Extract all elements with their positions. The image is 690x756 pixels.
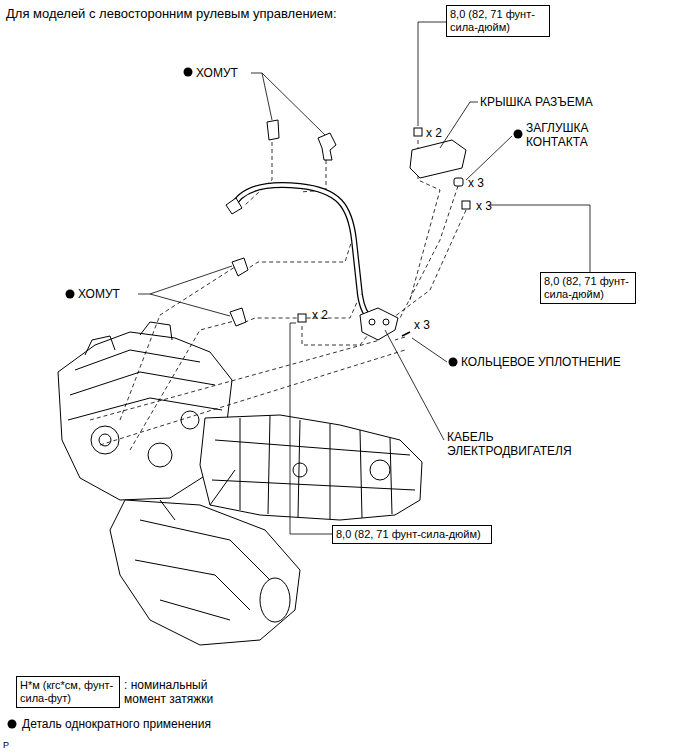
legend-text: : номинальный момент затяжки bbox=[124, 678, 234, 706]
torque-box: 8,0 (82, 71 фунт-сила-дюйм) bbox=[332, 525, 492, 544]
quantity: x 2 bbox=[312, 308, 328, 322]
part-name: ХОМУТ bbox=[78, 287, 120, 301]
quantity: x 2 bbox=[426, 126, 442, 140]
page-mark: P bbox=[3, 740, 9, 751]
part-name: ХОМУТ bbox=[196, 66, 238, 80]
legend-text: Деталь однократного применения bbox=[22, 717, 211, 731]
torque-value: 8,0 (82, 71 фунт-сила-дюйм) bbox=[544, 275, 632, 301]
part-name: КАБЕЛЬ ЭЛЕКТРОДВИГАТЕЛЯ bbox=[447, 430, 607, 458]
torque-value: Н*м (кгс*см, фунт-сила-фут) bbox=[20, 679, 116, 705]
torque-box: 8,0 (82, 71 фунт-сила-дюйм) bbox=[540, 272, 636, 304]
quantity: x 3 bbox=[476, 199, 492, 213]
part-name: КОЛЬЦЕВОЕ УПЛОТНЕНИЕ bbox=[461, 355, 621, 369]
part-name: ЗАГЛУШКА КОНТАКТА bbox=[526, 121, 626, 149]
diagram-title: Для моделей с левосторонним рулевым упра… bbox=[6, 6, 337, 21]
torque-value: 8,0 (82, 71 фунт-сила-дюйм) bbox=[336, 528, 488, 541]
quantity: x 3 bbox=[468, 176, 484, 190]
quantity: x 3 bbox=[414, 318, 430, 332]
unit-legend-box: Н*м (кгс*см, фунт-сила-фут) bbox=[16, 676, 120, 708]
torque-value: 8,0 (82, 71 фунт-сила-дюйм) bbox=[450, 8, 546, 34]
torque-box: 8,0 (82, 71 фунт-сила-дюйм) bbox=[446, 5, 550, 37]
part-name: КРЫШКА РАЗЪЕМА bbox=[480, 95, 593, 109]
